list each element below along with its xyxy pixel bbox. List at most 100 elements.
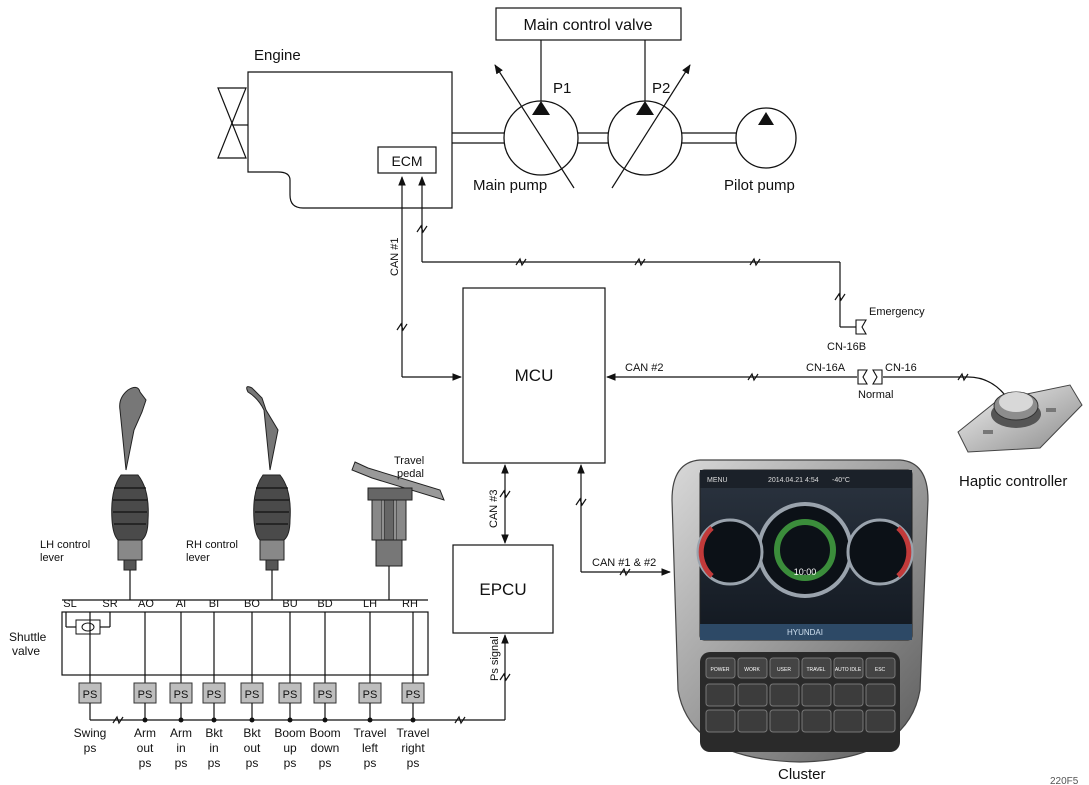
mcu-box — [462, 287, 606, 464]
main-control-valve-label: Main control valve — [524, 17, 653, 34]
can2-label: CAN #2 — [625, 362, 664, 374]
mcu-label: MCU — [515, 366, 554, 385]
cn16a-connector — [857, 369, 883, 385]
sensor-name-line: ps — [364, 756, 377, 770]
epcu-label: EPCU — [479, 580, 526, 599]
cluster-key — [705, 683, 736, 707]
engine-label: Engine — [254, 47, 301, 64]
cluster-key-work: WORK — [744, 667, 760, 673]
sensor-name-line: left — [362, 741, 379, 755]
cluster-key — [769, 683, 800, 707]
p2-label: P2 — [652, 80, 670, 97]
port-label: BU — [282, 598, 297, 610]
rh-control-lever — [246, 386, 291, 571]
sensor-name-line: Travel — [354, 726, 387, 740]
cluster-menu-label: MENU — [707, 477, 728, 484]
sensor-name-line: Arm — [170, 726, 192, 740]
cluster-key-esc: ESC — [875, 667, 886, 673]
sensor-name-line: Swing — [74, 726, 107, 740]
sensor-name-line: ps — [407, 756, 420, 770]
sensor-name-line: Bkt — [205, 726, 223, 740]
sensor-name-line: ps — [139, 756, 152, 770]
cluster-datetime: 2014.04.21 4:54 — [768, 477, 819, 484]
sensor-name-line: out — [137, 741, 154, 755]
fan-icon — [217, 87, 248, 159]
sensor-name-line: down — [311, 741, 340, 755]
can3-label: CAN #3 — [488, 489, 500, 528]
cn16b-connector — [855, 319, 867, 335]
emergency-label: Emergency — [869, 306, 925, 318]
cluster-brand: HYUNDAI — [787, 628, 823, 637]
port-label: SR — [102, 598, 117, 610]
sensor-name-line: ps — [284, 756, 297, 770]
lh-control-lever-label-2: lever — [40, 552, 64, 564]
sensor-name-line: ps — [246, 756, 259, 770]
sensor-name-line: right — [401, 741, 425, 755]
haptic-controller — [957, 384, 1083, 453]
cluster-keypad — [705, 683, 896, 733]
shuttle-valve-symbol — [65, 612, 111, 635]
port-label: RH — [402, 598, 418, 610]
cluster-key — [833, 683, 864, 707]
haptic-controller-label: Haptic controller — [959, 473, 1067, 490]
sensor-name-line: Bkt — [243, 726, 261, 740]
cluster-clock: 10:00 — [794, 567, 817, 577]
engine: Engine ECM — [247, 47, 453, 209]
sensor-name-line: Boom — [274, 726, 305, 740]
cluster-key — [737, 709, 768, 733]
cluster-key — [737, 683, 768, 707]
can-wiring — [112, 176, 1006, 725]
can12-label: CAN #1 & #2 — [592, 557, 656, 569]
ps-sensor-label: PS — [207, 689, 222, 701]
ps-sensor-label: PS — [245, 689, 260, 701]
cluster-label: Cluster — [778, 766, 826, 783]
rh-control-lever-label-1: RH control — [186, 539, 238, 551]
sensor-name-line: ps — [84, 741, 97, 755]
port-label: BO — [244, 598, 260, 610]
shuttle-valve-label-1: Shuttle — [9, 630, 47, 644]
ps-sensor-label: PS — [406, 689, 421, 701]
port-label: SL — [63, 598, 76, 610]
sensor-name-line: ps — [208, 756, 221, 770]
port-label: LH — [363, 598, 377, 610]
cluster-key — [833, 709, 864, 733]
shuttle-valve-label-2: valve — [12, 644, 40, 658]
rh-control-lever-label-2: lever — [186, 552, 210, 564]
figure-code: 220F5 — [1050, 776, 1079, 785]
travel-pedal-label-2: pedal — [397, 468, 424, 480]
cluster-temp: -40°C — [832, 476, 850, 484]
p1-label: P1 — [553, 80, 571, 97]
main-pump-label: Main pump — [473, 177, 547, 194]
cn16-label: CN-16 — [885, 362, 917, 374]
pump-shaft — [452, 132, 737, 144]
ps-signal-label: Ps signal — [489, 636, 501, 681]
cluster: MENU 2014.04.21 4:54 -40°C 10:00 HYUNDAI… — [671, 459, 929, 763]
ps-sensor-label: PS — [283, 689, 298, 701]
cluster-key — [801, 683, 832, 707]
port-label: AI — [176, 598, 186, 610]
main-pump-p1: P1 — [494, 40, 579, 189]
sensor-name-line: ps — [319, 756, 332, 770]
cluster-key-travel: TRAVEL — [806, 667, 825, 673]
sensor-name-line: up — [283, 741, 297, 755]
cn16a-label: CN-16A — [806, 362, 846, 374]
shuttle-valve-block — [61, 611, 429, 676]
port-label: AO — [138, 598, 154, 610]
port-label: BI — [209, 598, 219, 610]
cluster-key — [801, 709, 832, 733]
pilot-pump — [735, 107, 797, 169]
ps-sensor-label: PS — [138, 689, 153, 701]
cluster-key — [865, 683, 896, 707]
lh-control-lever-label-1: LH control — [40, 539, 90, 551]
cn16b-label: CN-16B — [827, 341, 866, 353]
ps-sensor-label: PS — [83, 689, 98, 701]
ps-sensor-label: PS — [318, 689, 333, 701]
port-label: BD — [317, 598, 332, 610]
sensor-name-line: Travel — [397, 726, 430, 740]
sensor-name-line: ps — [175, 756, 188, 770]
travel-pedal-label-1: Travel — [394, 455, 424, 467]
sensor-name-line: out — [244, 741, 261, 755]
sensor-name-line: Arm — [134, 726, 156, 740]
sensor-name-line: in — [209, 741, 218, 755]
